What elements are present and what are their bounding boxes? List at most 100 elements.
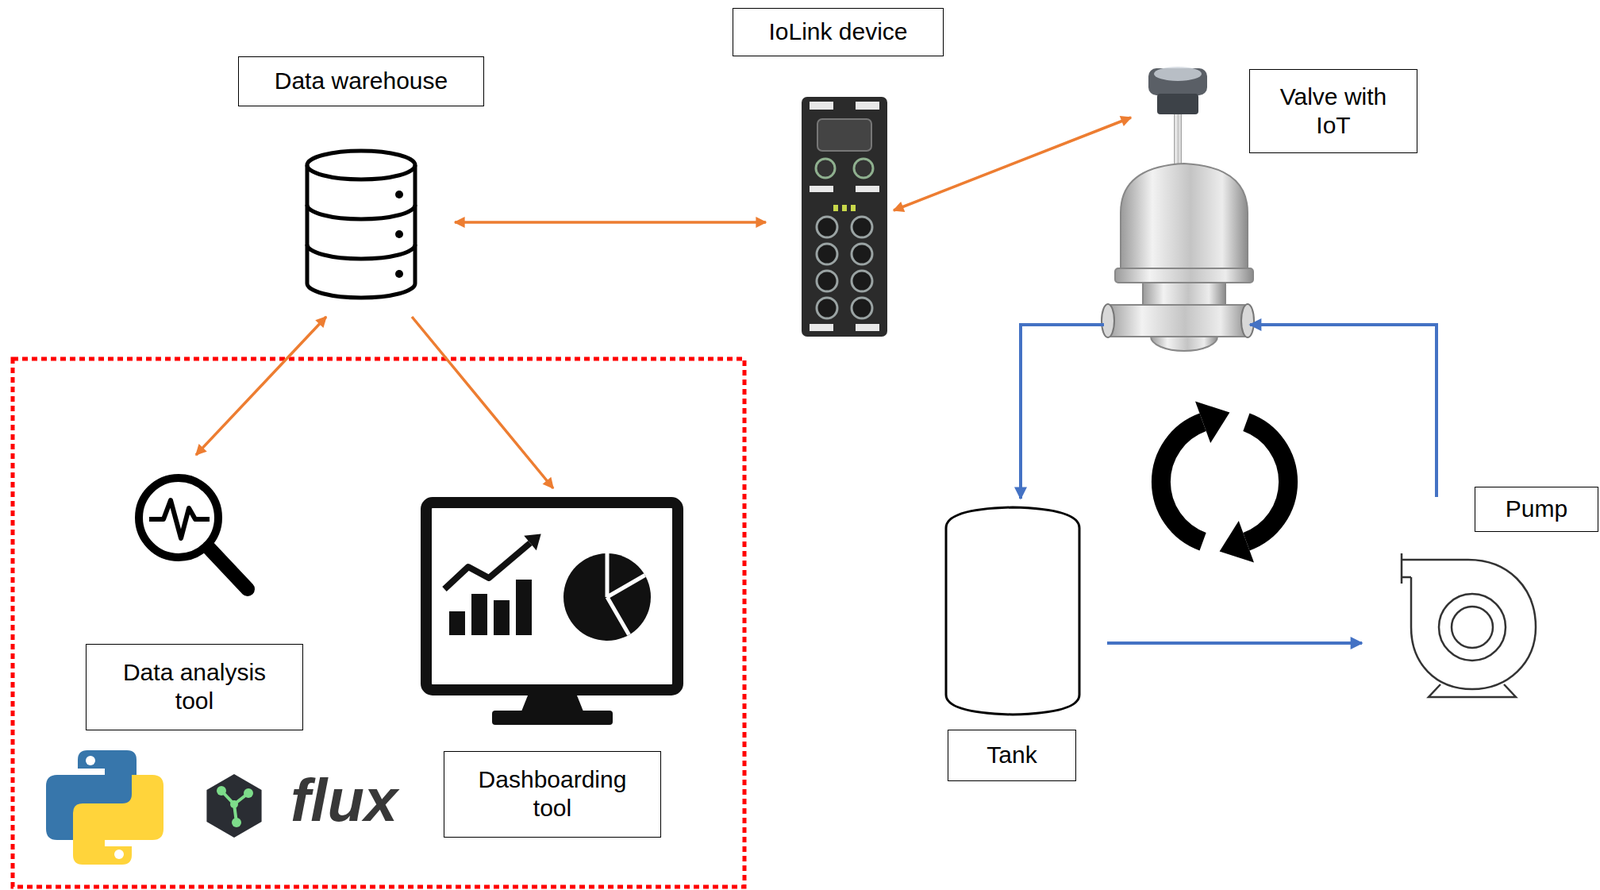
valve-stem — [1173, 114, 1182, 167]
database-dot — [395, 230, 404, 239]
m12-port — [816, 270, 838, 292]
pie-chart — [563, 553, 651, 641]
label-box: Dashboarding tool — [443, 750, 662, 838]
network-port — [817, 119, 872, 151]
flux-logo-mark — [206, 773, 262, 838]
database-ring — [307, 244, 416, 259]
component-node: Pump — [1361, 486, 1600, 698]
component-node: Tank — [944, 498, 1108, 781]
label-tab — [855, 185, 880, 193]
component-label: Data warehouse — [274, 66, 448, 96]
status-led — [842, 204, 847, 212]
port-grid — [816, 216, 873, 319]
m12-port — [851, 243, 873, 265]
monitor-icon — [426, 502, 678, 725]
label-box: Tank — [947, 729, 1077, 781]
pump-base — [1428, 684, 1516, 697]
connector-group — [196, 117, 1437, 643]
flux-hexagon — [206, 773, 262, 838]
m12-port — [851, 216, 873, 238]
m12-port — [851, 270, 873, 292]
indicator-dome — [1153, 66, 1202, 81]
data-link-arrow — [454, 220, 766, 224]
label-box: IoLink device — [732, 7, 944, 57]
monitor-screen — [426, 502, 678, 690]
flux-dot — [243, 788, 254, 798]
chart-bar — [449, 611, 466, 635]
flow-arrow — [1107, 641, 1362, 645]
bonnet-band — [1115, 268, 1254, 283]
component-label: IoLink device — [768, 17, 908, 47]
chart-bar — [515, 579, 532, 635]
python-logo — [46, 750, 164, 865]
status-led — [833, 204, 839, 212]
pipe-end — [1101, 303, 1115, 338]
m12-port — [816, 216, 838, 238]
magnifier-handle — [208, 547, 248, 589]
label-box: Pump — [1474, 486, 1599, 532]
pump-symbol — [1401, 553, 1536, 697]
flow-arrow — [1020, 324, 1104, 499]
label-tab — [809, 101, 834, 110]
component-label: Tank — [986, 740, 1037, 770]
flux-dot — [230, 800, 239, 808]
python-yellow — [73, 774, 164, 865]
device-housing — [801, 96, 888, 337]
pump-outlet — [1401, 553, 1469, 584]
actuator — [1120, 163, 1248, 278]
analysis-icon — [138, 477, 248, 589]
component-node: IoLink device — [732, 7, 944, 338]
power-port — [815, 158, 835, 178]
database-ring — [307, 204, 416, 220]
database-dots — [395, 190, 404, 278]
component-label: Data analysis tool — [115, 657, 274, 716]
component-node: Valve with IoT — [1101, 66, 1420, 353]
monitor-foot — [492, 710, 613, 725]
database-dot — [395, 190, 404, 199]
component-label: Valve with IoT — [1273, 82, 1393, 140]
python-eye — [85, 755, 96, 766]
data-link-arrow — [893, 117, 1131, 211]
pump-impeller — [1438, 593, 1506, 661]
label-box: Valve with IoT — [1249, 69, 1418, 154]
label-tab — [855, 101, 880, 110]
label-box: Data analysis tool — [85, 643, 304, 731]
flow-arrow — [1250, 324, 1437, 497]
flux-dot — [216, 785, 227, 796]
cycle-icon — [1161, 401, 1289, 563]
valve-illustration — [1101, 66, 1254, 351]
component-node: Dashboarding tool — [420, 488, 684, 837]
data-link-arrow — [411, 316, 554, 489]
monitor-neck — [521, 695, 584, 712]
label-box: Data warehouse — [238, 56, 485, 107]
database-dot — [395, 269, 404, 278]
pipe-end — [1241, 303, 1254, 338]
m12-port — [851, 297, 873, 319]
chart-bar — [493, 600, 510, 635]
valve-pipe — [1106, 304, 1250, 337]
logo-wordmark: flux — [290, 769, 398, 831]
data-link-arrow — [196, 316, 327, 455]
database-top — [307, 150, 416, 180]
component-node: Data analysis tool — [85, 454, 304, 731]
cycle-arc — [1246, 422, 1289, 542]
power-port — [853, 158, 874, 178]
component-node: Data warehouse — [238, 56, 485, 318]
label-tab — [809, 185, 834, 193]
group-boundary — [12, 358, 745, 887]
chart-bar — [471, 593, 488, 635]
status-led — [850, 204, 856, 212]
trend-head — [523, 533, 542, 550]
python-eye — [114, 849, 124, 859]
cycle-head — [1195, 401, 1230, 444]
iolink-master — [801, 96, 888, 337]
label-tab — [855, 323, 880, 331]
pump-volute — [1411, 559, 1536, 689]
m12-port — [816, 297, 838, 319]
pump-impeller — [1451, 606, 1493, 648]
database-icon — [307, 150, 416, 298]
cycle-arc — [1161, 422, 1204, 542]
component-label: Pump — [1505, 494, 1568, 524]
pie-divider — [607, 553, 646, 635]
